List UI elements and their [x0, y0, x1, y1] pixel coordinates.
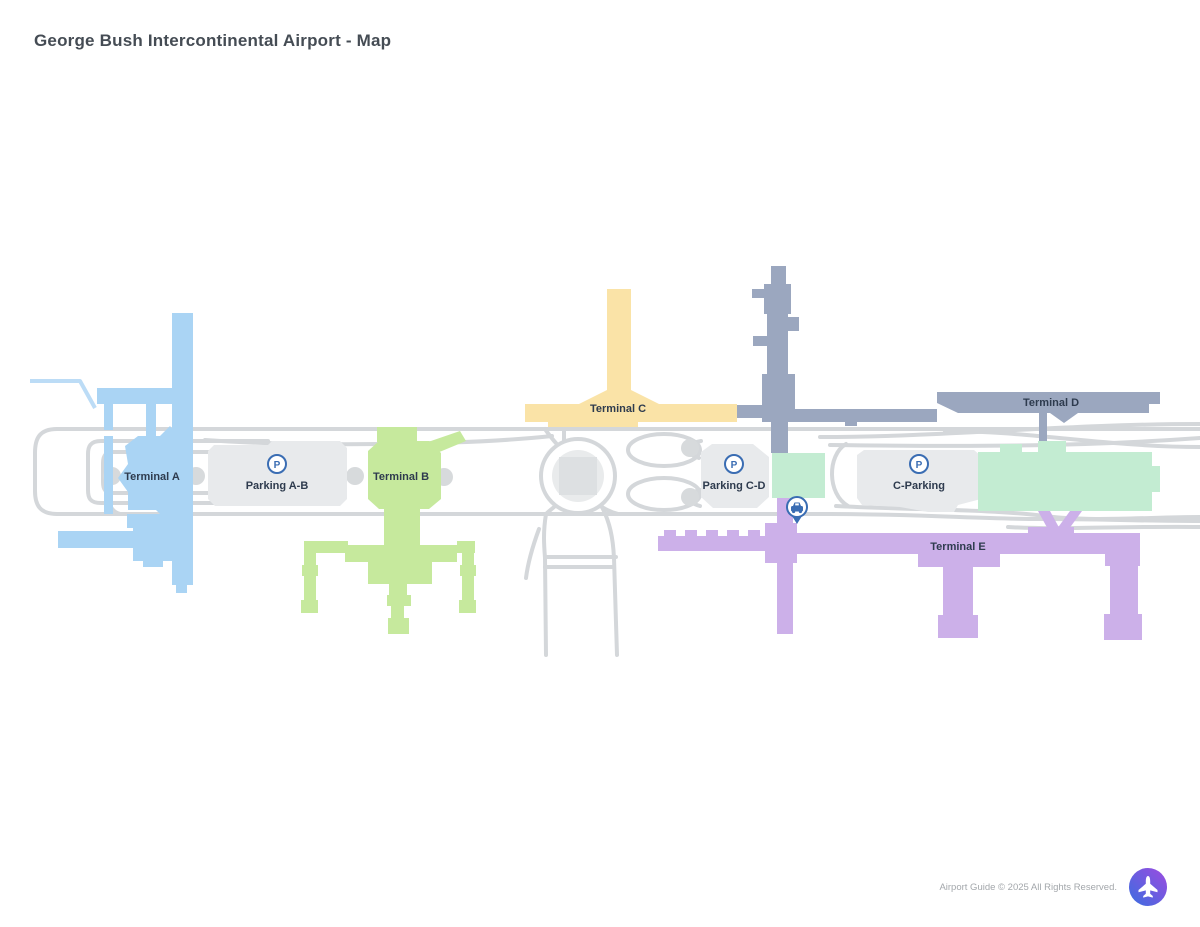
mint-bump — [1148, 466, 1160, 492]
parking-icon-letter: P — [731, 460, 738, 471]
road-oval-lower — [626, 476, 702, 512]
road-south-diagonal — [524, 527, 541, 580]
parking-icon — [724, 454, 744, 474]
terminal-b-shape[interactable] — [301, 427, 476, 634]
mint-right-block — [978, 452, 1152, 511]
parking-cd-label: Parking C-D — [703, 480, 766, 492]
taxi-icon-pointer — [792, 516, 802, 524]
road-dot — [681, 439, 699, 457]
road-left-cap — [33, 427, 59, 516]
taxi-marker[interactable] — [786, 496, 808, 524]
roundabout — [539, 437, 617, 515]
parking-ab-marker[interactable]: P — [267, 454, 287, 474]
terminal-e-shape[interactable] — [658, 498, 1142, 640]
road-right-1 — [818, 422, 1200, 439]
page-title: George Bush Intercontinental Airport - M… — [34, 31, 392, 50]
parking-icon — [267, 454, 287, 474]
terminal-d-label: Terminal D — [1023, 397, 1079, 409]
parking-icon-letter: P — [916, 460, 923, 471]
mint-bump — [1038, 441, 1066, 453]
mint-bump — [1000, 444, 1022, 453]
taxi-icon-car — [791, 502, 803, 514]
footer-copyright: Airport Guide © 2025 All Rights Reserved… — [939, 882, 1117, 893]
c-parking-marker[interactable]: P — [909, 454, 929, 474]
roundabout-center-square — [559, 457, 597, 495]
road-cparking-arc — [830, 442, 850, 508]
road-dot — [346, 467, 364, 485]
road-bottom-right-2 — [1006, 524, 1200, 531]
terminal-a-label: Terminal A — [124, 471, 180, 483]
parking-icon — [909, 454, 929, 474]
road-south-2 — [599, 503, 619, 657]
road-bottom-edge — [55, 512, 1200, 523]
terminal-a-access-line — [30, 379, 97, 409]
road-terminal-a-loop — [86, 439, 270, 505]
terminal-d-shape[interactable] — [737, 266, 1160, 453]
c-parking-label: C-Parking — [893, 480, 945, 492]
terminal-c-label: Terminal C — [590, 403, 646, 415]
international-buildings — [772, 441, 1160, 511]
road-south-1 — [542, 512, 548, 657]
road-oval-upper — [626, 432, 702, 468]
terminal-e-label: Terminal E — [930, 541, 985, 553]
road-right-2 — [828, 436, 1200, 448]
terminal-a-shape[interactable] — [30, 313, 193, 593]
parking-ab-label: Parking A-B — [246, 480, 309, 492]
terminal-b-label: Terminal B — [373, 471, 429, 483]
road-dot — [681, 488, 699, 506]
terminal-c-shape[interactable] — [525, 289, 737, 427]
footer-logo — [1129, 868, 1167, 906]
parking-cd-area[interactable] — [701, 444, 769, 508]
c-parking-area[interactable] — [857, 450, 981, 512]
mint-center-block — [772, 453, 825, 498]
parking-cd-marker[interactable]: P — [724, 454, 744, 474]
road-right-3 — [943, 429, 1200, 449]
airplane-icon — [1138, 876, 1158, 898]
parking-icon-letter: P — [274, 460, 281, 471]
